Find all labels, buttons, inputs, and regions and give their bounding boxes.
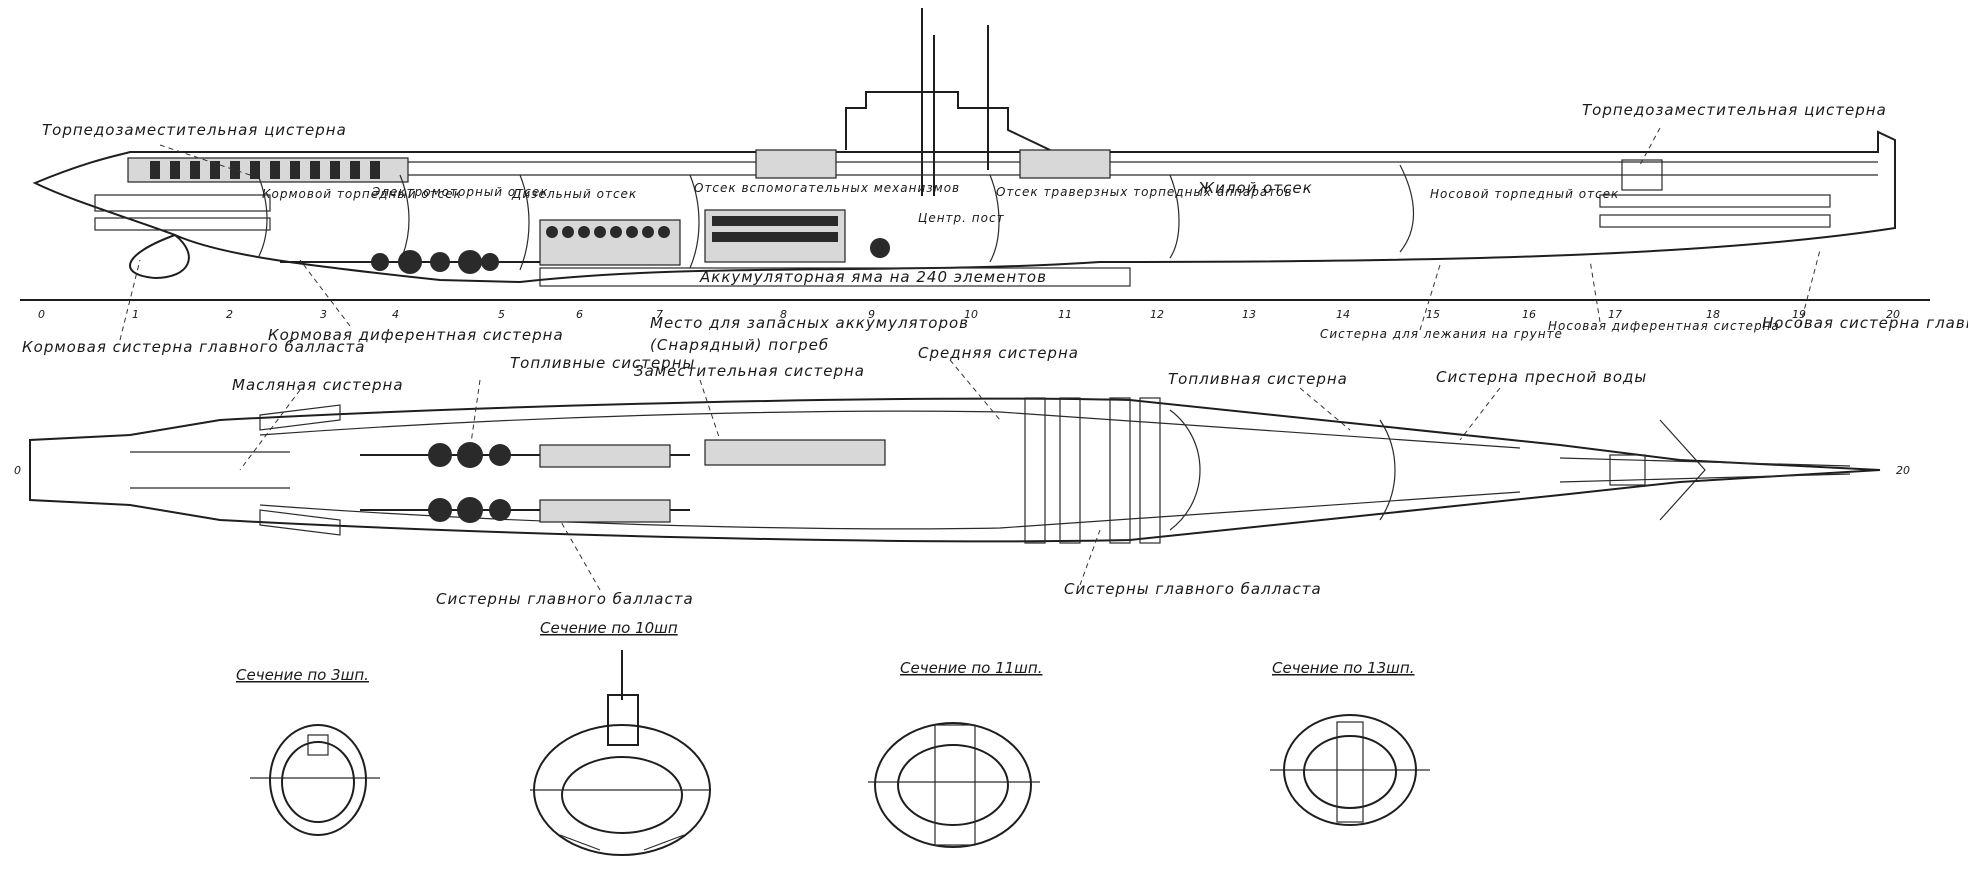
bow-ballast-label: Носовая систерна главного балласта [1762, 314, 1968, 332]
svg-text:12: 12 [1150, 308, 1164, 321]
section-title: Сечение по 11шп. [900, 659, 1043, 677]
side-view: 0 1 2 3 4 5 6 7 8 9 10 11 12 13 14 15 16… [20, 8, 1968, 356]
shafting [280, 250, 560, 274]
section-title: Сечение по 13шп. [1272, 659, 1415, 677]
svg-text:6: 6 [576, 308, 583, 321]
magazine-label: (Снарядный) погреб [650, 336, 829, 354]
aft-torpedo-room-label: Кормовой торпедный отсек [262, 187, 462, 201]
svg-text:13: 13 [1242, 308, 1256, 321]
section-frame-13: Сечение по 13шп. [1270, 659, 1430, 826]
svg-text:11: 11 [1058, 308, 1072, 321]
fresh-water-label: Систерна пресной воды [1436, 368, 1647, 386]
plan-view: 0 20 Масляная систерна Топливные систерн… [14, 344, 1910, 608]
section-frame-10: Сечение по 10шп [530, 619, 711, 856]
main-ballast-aft-label: Систерны главного балласта [436, 590, 694, 608]
svg-text:2: 2 [226, 308, 233, 321]
electromotor-room-label: Электромоторный отсек [371, 185, 548, 199]
fuel-tanks-label: Топливные систерны [510, 354, 695, 372]
svg-text:14: 14 [1336, 308, 1350, 321]
svg-text:5: 5 [498, 308, 505, 321]
section-frame-3: Сечение по 3шп. [236, 666, 380, 836]
main-ballast-fwd-label: Систерны главного балласта [1064, 580, 1322, 598]
svg-text:10: 10 [964, 308, 978, 321]
aux-machinery [704, 209, 890, 263]
svg-text:20: 20 [1896, 464, 1910, 477]
bow-torpedo-room-label: Носовой торпедный отсек [1430, 187, 1619, 201]
fwd-torpedo-tank-label: Торпедозаместительная цистерна [1582, 101, 1887, 119]
middle-tank-label: Средняя систерна [918, 344, 1079, 362]
aft-trim-label: Кормовая диферентная систерна [268, 326, 564, 344]
svg-text:9: 9 [868, 308, 875, 321]
svg-text:0: 0 [14, 464, 21, 477]
svg-text:3: 3 [320, 308, 327, 321]
aft-torpedo-tank-cells [150, 161, 380, 179]
svg-text:4: 4 [392, 308, 399, 321]
conning-tower [845, 91, 1051, 151]
section-title: Сечение по 10шп [540, 619, 678, 637]
fuel-tank-label: Топливная систерна [1168, 370, 1348, 388]
svg-text:19: 19 [1792, 308, 1806, 321]
section-frame-11: Сечение по 11шп. [868, 659, 1043, 848]
aft-ballast-label: Кормовая систерна главного балласта [22, 338, 365, 356]
battery-pit-label: Аккумуляторная яма на 240 элементов [699, 268, 1047, 286]
aft-torpedo-tank-label: Торпедозаместительная цистерна [42, 121, 347, 139]
living-room-label: Жилой отсек [1197, 179, 1313, 197]
replacement-tank-label: Заместительная систерна [634, 362, 865, 380]
svg-text:16: 16 [1522, 308, 1536, 321]
svg-text:20: 20 [1886, 308, 1900, 321]
fwd-tubes-room-label: Отсек траверзных торпедных аппаратов [996, 185, 1293, 199]
ground-tank-label: Систерна для лежания на грунте [1320, 327, 1563, 341]
battery-pit [539, 267, 1131, 287]
svg-text:17: 17 [1608, 308, 1622, 321]
svg-text:7: 7 [656, 308, 663, 321]
svg-text:1: 1 [132, 308, 139, 321]
plan-hull-outline [29, 397, 1881, 543]
svg-text:0: 0 [38, 308, 45, 321]
spare-battery-label: Место для запасных аккумуляторов [650, 314, 969, 332]
diesel-room-label: Дизельный отсек [511, 187, 637, 201]
frame-numbers: 0 1 2 3 4 5 6 7 8 9 10 11 12 13 14 15 16… [38, 308, 1900, 321]
bow-trim-label: Носовая диферентная систерна [1548, 319, 1780, 333]
svg-text:8: 8 [780, 308, 787, 321]
oil-tank-label: Масляная систерна [232, 376, 404, 394]
plan-machinery [360, 439, 886, 523]
central-post-label: Центр. пост [918, 211, 1005, 225]
svg-text:15: 15 [1426, 308, 1440, 321]
section-title: Сечение по 3шп. [236, 666, 369, 684]
aux-mech-room-label: Отсек вспомогательных механизмов [694, 181, 960, 195]
diesel-engines [539, 219, 681, 266]
svg-text:18: 18 [1706, 308, 1720, 321]
